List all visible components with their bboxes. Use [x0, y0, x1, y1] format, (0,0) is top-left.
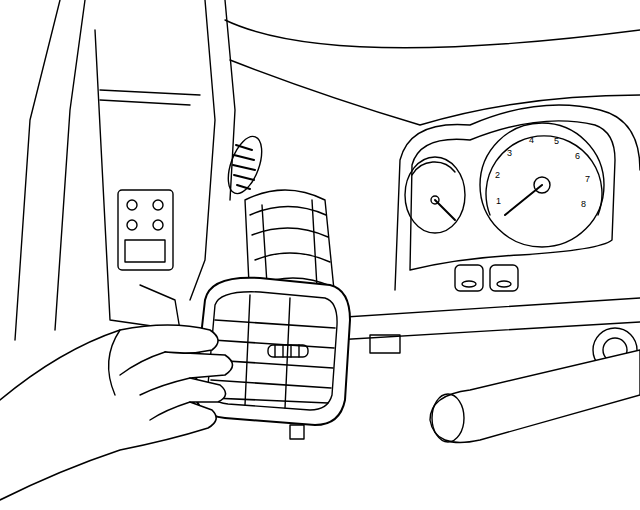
bolt: [127, 200, 137, 210]
hinge-bracket: [118, 190, 173, 270]
side-vent: [222, 132, 269, 198]
tach-number: 3: [507, 148, 512, 158]
body-seal: [95, 30, 180, 330]
finger-lines: [120, 352, 190, 420]
tach-number: 7: [585, 174, 590, 184]
grille-inner: [208, 292, 337, 410]
bolt: [127, 220, 137, 230]
tach-number: 5: [554, 136, 559, 146]
stalk-tip: [432, 394, 464, 442]
body-seam: [100, 90, 200, 105]
vent-adjuster: [268, 345, 308, 357]
bolt: [153, 200, 163, 210]
grille-clip: [290, 425, 304, 439]
tach-needle: [505, 185, 542, 215]
gauge-scale: [412, 162, 455, 175]
a-pillar: [190, 0, 215, 300]
hinge-arm: [140, 285, 180, 330]
bolt: [153, 220, 163, 230]
dash-upper-edge: [230, 60, 640, 125]
fuel-gauge: [405, 157, 465, 233]
adjuster-ridges: [275, 345, 299, 357]
door-frame-inner: [55, 0, 85, 330]
hinge-plate: [125, 240, 165, 262]
dash-top-line: [225, 20, 640, 48]
thumb: [109, 330, 120, 395]
switch: [455, 265, 483, 291]
tach-number: 1: [496, 196, 501, 206]
gauge-hub: [431, 196, 439, 204]
tach-number: 2: [495, 170, 500, 180]
hand: [0, 325, 233, 500]
tachometer: [480, 123, 604, 247]
wiper-stalk: [430, 350, 640, 443]
tach-scale: [486, 136, 602, 215]
tach-hub: [534, 177, 550, 193]
cluster-bezel: [410, 121, 615, 270]
cluster-hood: [395, 105, 640, 290]
vent-grille: [195, 278, 350, 425]
a-pillar-edge: [225, 0, 235, 200]
vent-slats: [233, 145, 255, 189]
tach-number: 6: [575, 151, 580, 161]
switch: [490, 265, 518, 291]
switch-mark: [497, 281, 511, 287]
dash-switch: [370, 335, 400, 353]
tach-number: 4: [529, 135, 534, 145]
tach-number: 8: [581, 199, 586, 209]
dash-trim: [330, 298, 640, 340]
switch-mark: [462, 281, 476, 287]
door-frame: [15, 0, 60, 340]
